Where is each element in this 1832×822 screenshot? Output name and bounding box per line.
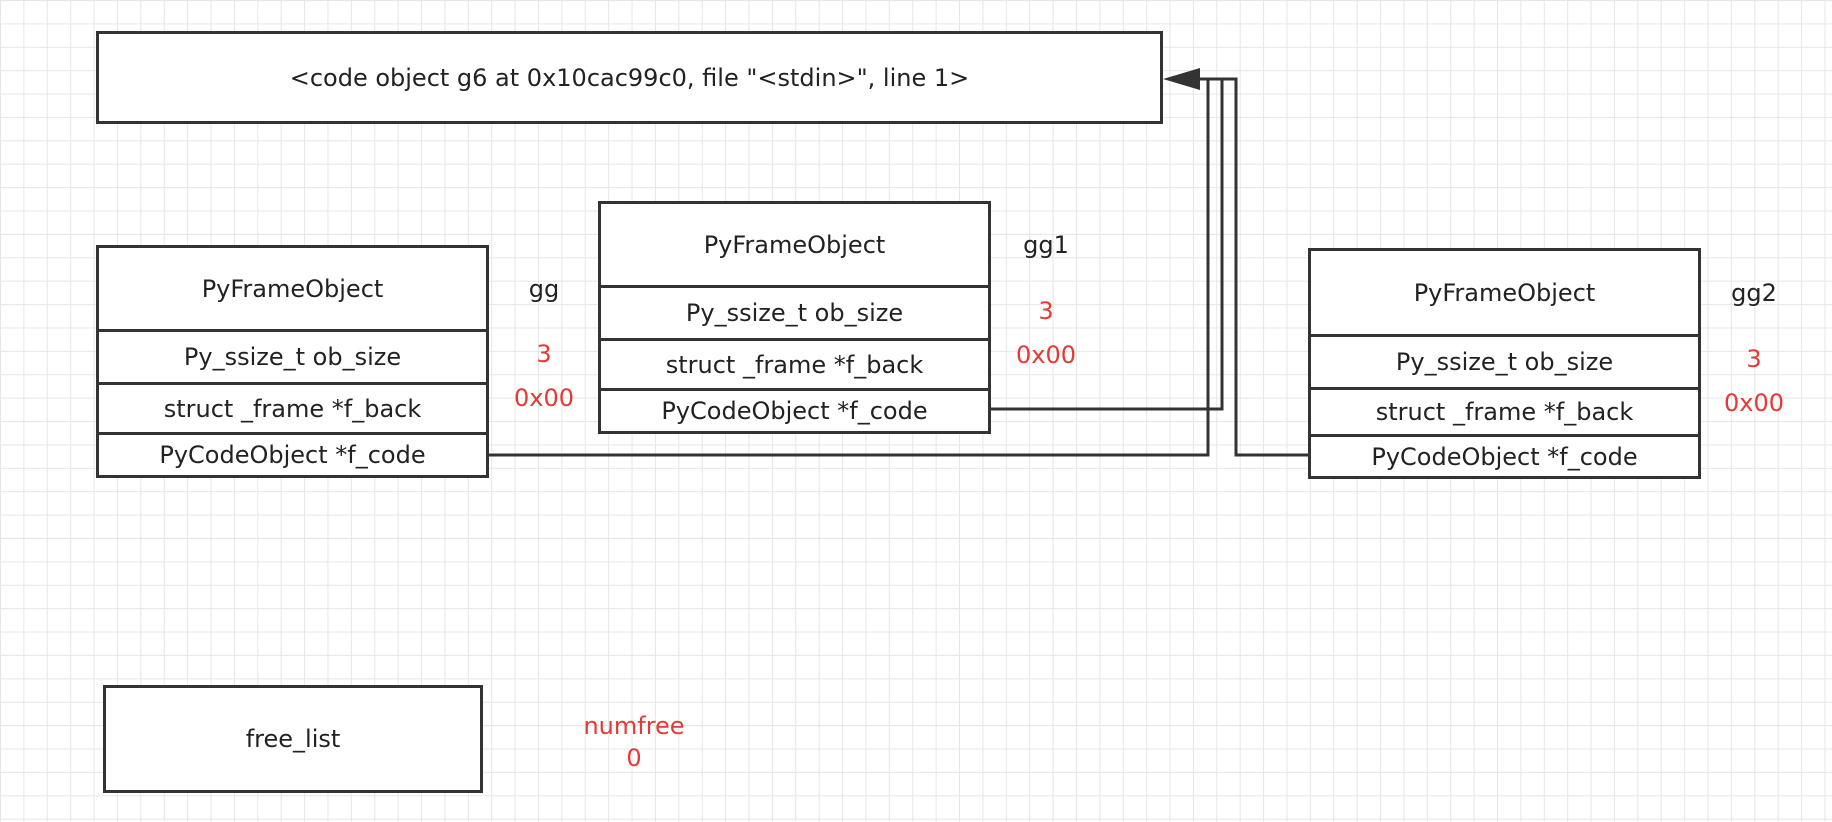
frame-gg1-f-back-value: 0x00 — [1015, 340, 1077, 369]
frame-gg-ob-size-value: 3 — [536, 339, 552, 368]
frame-gg2: PyFrameObject Py_ssize_t ob_size struct … — [1308, 248, 1701, 479]
frame-gg-header: PyFrameObject — [201, 274, 384, 303]
frame-gg2-ob-size-value: 3 — [1746, 344, 1762, 373]
numfree-label: numfree — [583, 711, 685, 740]
arrowhead — [1163, 68, 1200, 90]
frame-gg-f-back-field: struct _frame *f_back — [99, 382, 486, 432]
code-object-label: <code object g6 at 0x10cac99c0, file "<s… — [289, 63, 970, 92]
frame-gg-f-code-field: PyCodeObject *f_code — [99, 432, 486, 475]
frame-gg1-name: gg1 — [1023, 230, 1069, 259]
frame-gg2-f-back-value: 0x00 — [1723, 388, 1785, 417]
frame-gg1-ob-size-value: 3 — [1038, 296, 1054, 325]
frame-gg: PyFrameObject Py_ssize_t ob_size struct … — [96, 245, 489, 478]
free-list-box: free_list — [103, 685, 483, 793]
frame-gg1-f-code-field: PyCodeObject *f_code — [601, 388, 988, 431]
frame-gg-f-back-value: 0x00 — [513, 383, 575, 412]
frame-gg1: PyFrameObject Py_ssize_t ob_size struct … — [598, 201, 991, 434]
frame-gg-ob-size-field: Py_ssize_t ob_size — [99, 329, 486, 382]
frame-gg1-ob-size-field: Py_ssize_t ob_size — [601, 285, 988, 338]
free-list-label: free_list — [245, 725, 341, 753]
frame-gg2-name: gg2 — [1731, 278, 1777, 307]
frame-gg2-f-code-field: PyCodeObject *f_code — [1311, 434, 1698, 476]
frame-gg2-f-back-field: struct _frame *f_back — [1311, 387, 1698, 434]
numfree-value: 0 — [626, 743, 642, 772]
frame-gg1-f-back-field: struct _frame *f_back — [601, 338, 988, 388]
frame-gg2-header: PyFrameObject — [1413, 278, 1596, 307]
frame-gg2-ob-size-field: Py_ssize_t ob_size — [1311, 334, 1698, 387]
code-object-box: <code object g6 at 0x10cac99c0, file "<s… — [96, 31, 1163, 124]
frame-gg1-header: PyFrameObject — [703, 230, 886, 259]
gg2-f_code-pointer — [1175, 77, 1309, 457]
frame-gg-name: gg — [528, 274, 560, 303]
